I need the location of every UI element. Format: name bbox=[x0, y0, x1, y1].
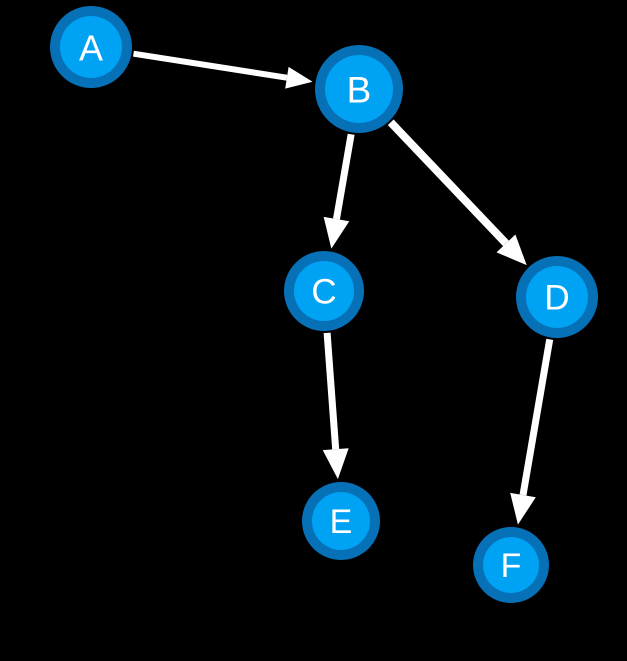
graph-node-d[interactable]: D bbox=[516, 256, 598, 338]
edge-d-to-f bbox=[510, 338, 554, 525]
node-fill bbox=[526, 266, 588, 328]
graph-node-b[interactable]: B bbox=[315, 45, 403, 133]
graph-node-e[interactable]: E bbox=[302, 482, 380, 560]
edge-line bbox=[133, 50, 288, 81]
node-fill bbox=[294, 261, 354, 321]
edge-line bbox=[333, 133, 355, 220]
edge-b-to-d bbox=[387, 119, 527, 266]
node-fill bbox=[60, 16, 122, 78]
node-fill bbox=[483, 537, 539, 593]
edge-line bbox=[323, 332, 340, 450]
node-fill bbox=[312, 492, 370, 550]
graph-node-a[interactable]: A bbox=[50, 6, 132, 88]
graph-node-f[interactable]: F bbox=[473, 527, 549, 603]
node-fill bbox=[325, 55, 393, 123]
graph-node-c[interactable]: C bbox=[284, 251, 364, 331]
edge-arrowhead bbox=[323, 216, 350, 249]
edges-layer bbox=[133, 50, 554, 525]
edge-arrowhead bbox=[322, 448, 349, 480]
edge-b-to-c bbox=[323, 133, 355, 249]
edge-c-to-e bbox=[322, 332, 349, 480]
edge-arrowhead bbox=[285, 66, 313, 89]
edge-a-to-b bbox=[133, 50, 313, 89]
edge-line bbox=[519, 338, 554, 496]
edge-arrowhead bbox=[496, 234, 527, 266]
edge-line bbox=[387, 119, 509, 247]
edge-arrowhead bbox=[510, 492, 536, 525]
